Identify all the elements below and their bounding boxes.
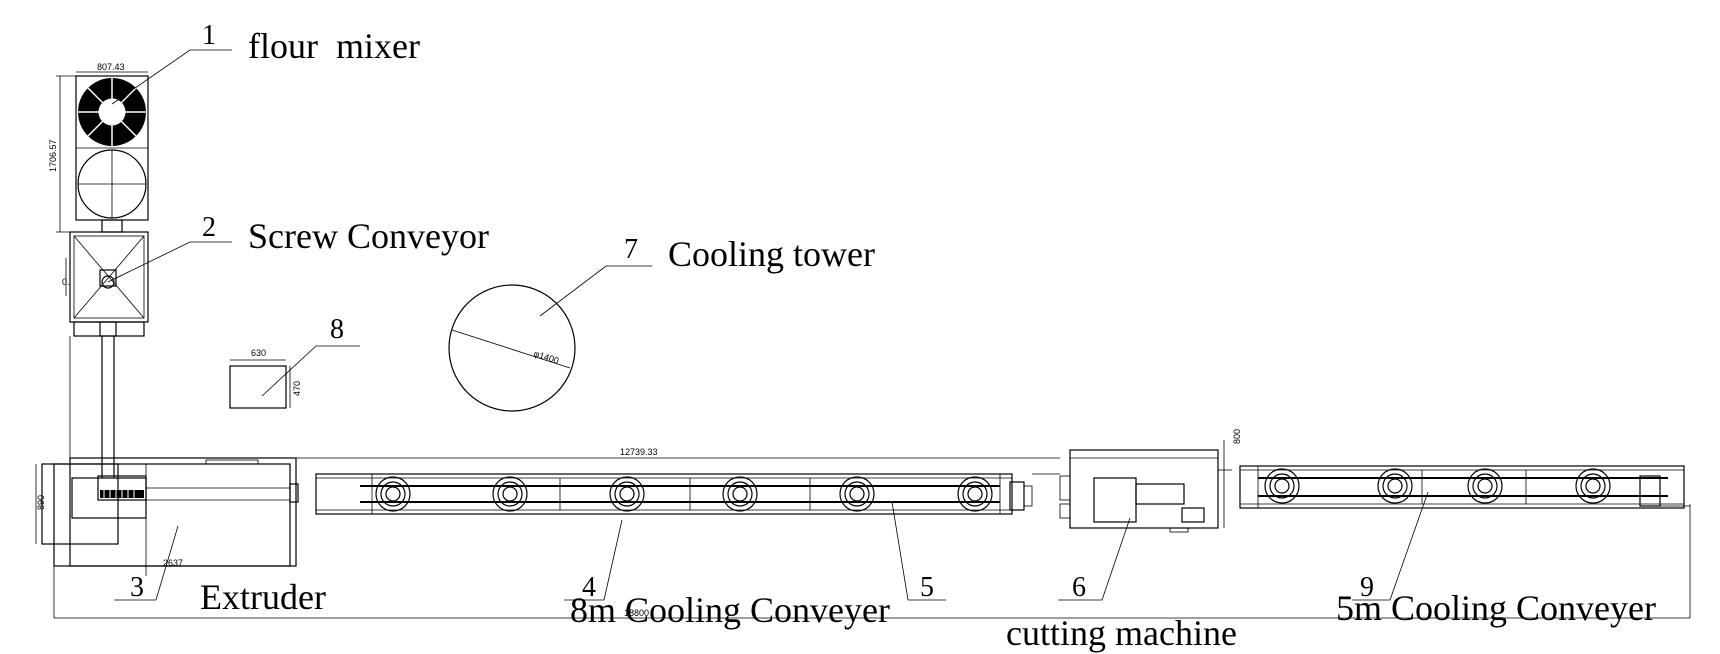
mixer-width-dim: 807.43 bbox=[97, 62, 125, 72]
label-5m-cooling-conveyer: 5m Cooling Conveyer bbox=[1336, 588, 1656, 628]
cooling-conveyor-5m bbox=[1239, 465, 1691, 618]
flour-mixer bbox=[56, 71, 149, 233]
cooling-conveyor-8m bbox=[315, 473, 1060, 515]
cutting-machine bbox=[1059, 440, 1232, 533]
screw-side-dim: 0. bbox=[62, 277, 70, 287]
extruder-screw-flights bbox=[100, 490, 144, 498]
extruder-length-dim: 2637 bbox=[163, 558, 183, 568]
label-extruder: Extruder bbox=[200, 577, 326, 617]
overall-bottom-dim: 18800 bbox=[624, 608, 649, 618]
label-8m-cooling-conveyer: 8m Cooling Conveyer bbox=[570, 590, 890, 630]
label-number-2: 2 bbox=[202, 212, 216, 243]
leader-lines bbox=[107, 49, 1429, 601]
label-flour-mixer: flour mixer bbox=[248, 26, 420, 66]
label-number-8: 8 bbox=[330, 314, 344, 345]
label-number-1: 1 bbox=[202, 20, 216, 51]
conveyor-rollers-8m bbox=[375, 476, 993, 512]
cutter-height-dim: 800 bbox=[1232, 429, 1242, 444]
cooling-tower bbox=[448, 284, 576, 412]
label-number-3: 3 bbox=[130, 572, 144, 603]
control-box bbox=[229, 359, 291, 409]
label-number-4: 4 bbox=[582, 572, 596, 603]
box-height-dim: 470 bbox=[292, 381, 302, 396]
label-number-5: 5 bbox=[920, 572, 934, 603]
label-cutting-machine: cutting machine bbox=[1006, 613, 1237, 653]
label-number-6: 6 bbox=[1072, 572, 1086, 603]
label-screw-conveyor: Screw Conveyor bbox=[248, 216, 489, 256]
mixer-height-dim: 1706.57 bbox=[48, 139, 58, 172]
extruder-height-dim: 890 bbox=[36, 495, 46, 510]
extruder bbox=[35, 457, 299, 618]
label-cooling-tower: Cooling tower bbox=[668, 234, 875, 274]
screw-conveyor bbox=[65, 231, 149, 478]
conveyor-rollers-5m bbox=[1264, 468, 1611, 504]
box-width-dim: 630 bbox=[251, 348, 266, 358]
label-number-9: 9 bbox=[1360, 572, 1374, 603]
label-number-7: 7 bbox=[624, 234, 638, 265]
tower-diameter-dim: φ1400 bbox=[532, 348, 560, 366]
overall-top-dim: 12739.33 bbox=[620, 447, 658, 457]
